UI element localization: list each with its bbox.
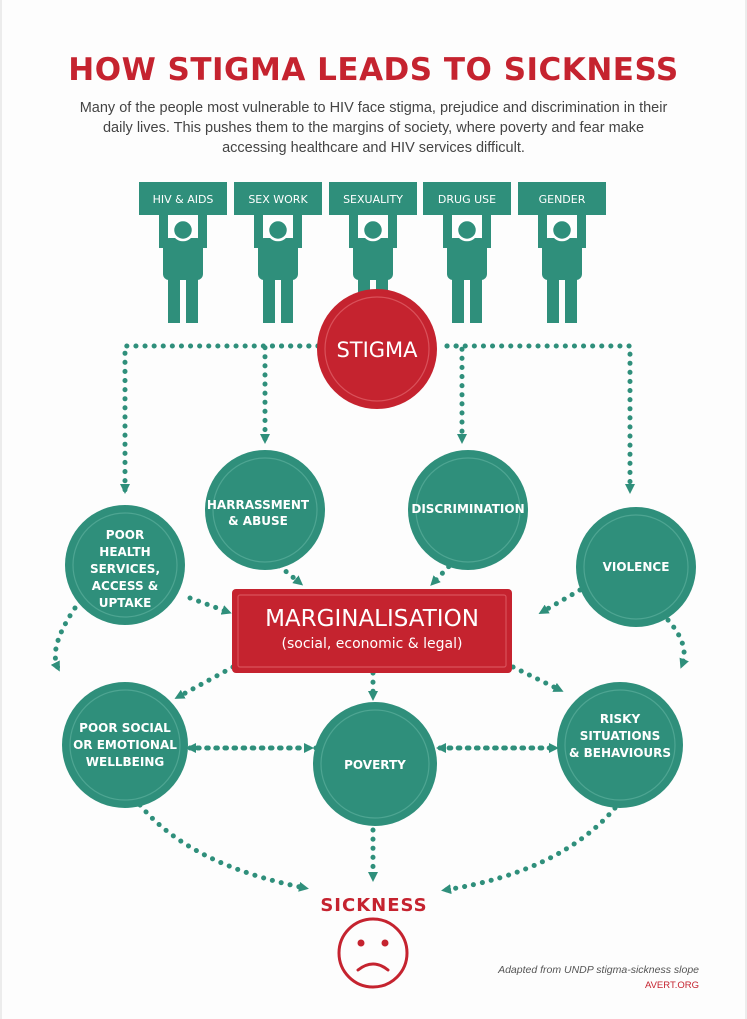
node-poor-health-line2: HEALTH [99,545,150,559]
connector-harassment-marg [269,557,304,586]
node-risky-line2: SITUATIONS [580,729,661,743]
source-credit: Adapted from UNDP stigma-sickness slope … [498,962,699,994]
sad-face-icon [337,917,409,989]
connector-stigma-harassment [260,343,321,444]
node-risky: RISKY SITUATIONS & BEHAVIOURS [557,682,683,808]
connector-stigma-violence [444,343,635,494]
protester-figures: HIV & AIDS SEX WORK SEXUALITY [139,182,606,323]
node-poor-health-line5: UPTAKE [99,596,152,610]
sign-sex-work [234,182,322,215]
node-marginalisation: MARGINALISATION (social, economic & lega… [232,589,512,673]
node-poor-health-line1: POOR [106,528,144,542]
connector-marg-risky [510,664,564,693]
protester-sexuality: SEXUALITY [329,182,417,323]
connector-stigma-poor-health [120,343,321,494]
node-risky-line3: & BEHAVIOURS [569,746,671,760]
page-title: HOW STIGMA LEADS TO SICKNESS [68,52,679,88]
node-poor-social: POOR SOCIAL OR EMOTIONAL WELLBEING [62,682,188,808]
sign-label-sex-work: SEX WORK [248,193,308,206]
node-poor-health-line3: SERVICES, [90,562,160,576]
sign-drug-use [423,182,511,215]
node-harassment-line2: & ABUSE [228,514,288,528]
node-sickness: SICKNESS [320,895,427,989]
connector-risky-sickness [441,805,618,895]
node-stigma-label: STIGMA [336,338,418,362]
node-poverty-label: POVERTY [344,758,406,772]
node-violence: VIOLENCE [576,507,696,627]
person-icon [171,218,195,242]
sign-label-drug-use: DRUG USE [438,193,496,206]
node-poor-social-line1: POOR SOCIAL [79,721,171,735]
node-poor-health: POOR HEALTH SERVICES, ACCESS & UPTAKE [65,505,185,625]
protester-drug-use: DRUG USE [423,182,511,323]
person-icon [266,218,290,242]
node-sickness-label: SICKNESS [320,895,427,916]
brand-link[interactable]: AVERT.ORG [644,980,699,991]
connector-marg-poorsocial [174,664,236,700]
node-stigma: STIGMA [317,289,437,409]
sign-sexuality [329,182,417,215]
connector-stigma-discrimination [444,343,467,444]
connector-poorhealth-marg [187,595,232,615]
source-text: Adapted from UNDP stigma-sickness slope [498,964,699,976]
protester-hiv-aids: HIV & AIDS [139,182,227,323]
sign-label-hiv-aids: HIV & AIDS [153,193,214,206]
connector-violence-marg [538,587,583,615]
sign-label-sexuality: SEXUALITY [343,193,403,206]
protester-gender: GENDER [518,182,606,323]
node-risky-line1: RISKY [600,712,641,726]
person-icon [361,218,385,242]
node-poor-social-line3: WELLBEING [86,755,164,769]
node-violence-label: VIOLENCE [603,560,670,574]
node-harassment: HARRASSMENT & ABUSE [205,450,325,570]
node-discrimination-label: DISCRIMINATION [411,502,524,516]
intro-paragraph: Many of the people most vulnerable to HI… [79,100,668,156]
sign-hiv-aids [139,182,227,215]
connector-lines [50,343,689,895]
node-poor-social-line2: OR EMOTIONAL [73,738,177,752]
node-marginalisation-title: MARGINALISATION [265,606,479,632]
person-icon [455,218,479,242]
sign-gender [518,182,606,215]
sign-label-gender: GENDER [539,193,586,206]
protester-sex-work: SEX WORK [234,182,322,323]
connector-discrimination-marg [430,557,458,586]
connector-poorhealth-poorsocial [50,605,78,672]
connector-violence-risky [665,617,689,669]
person-icon [550,218,574,242]
node-marginalisation-subtitle: (social, economic & legal) [282,636,463,652]
node-poor-health-line4: ACCESS & [92,579,159,593]
node-discrimination: DISCRIMINATION [408,450,528,570]
connector-poorsocial-sickness [137,802,309,892]
node-harassment-line1: HARRASSMENT [207,498,310,512]
node-poverty: POVERTY [313,702,437,826]
